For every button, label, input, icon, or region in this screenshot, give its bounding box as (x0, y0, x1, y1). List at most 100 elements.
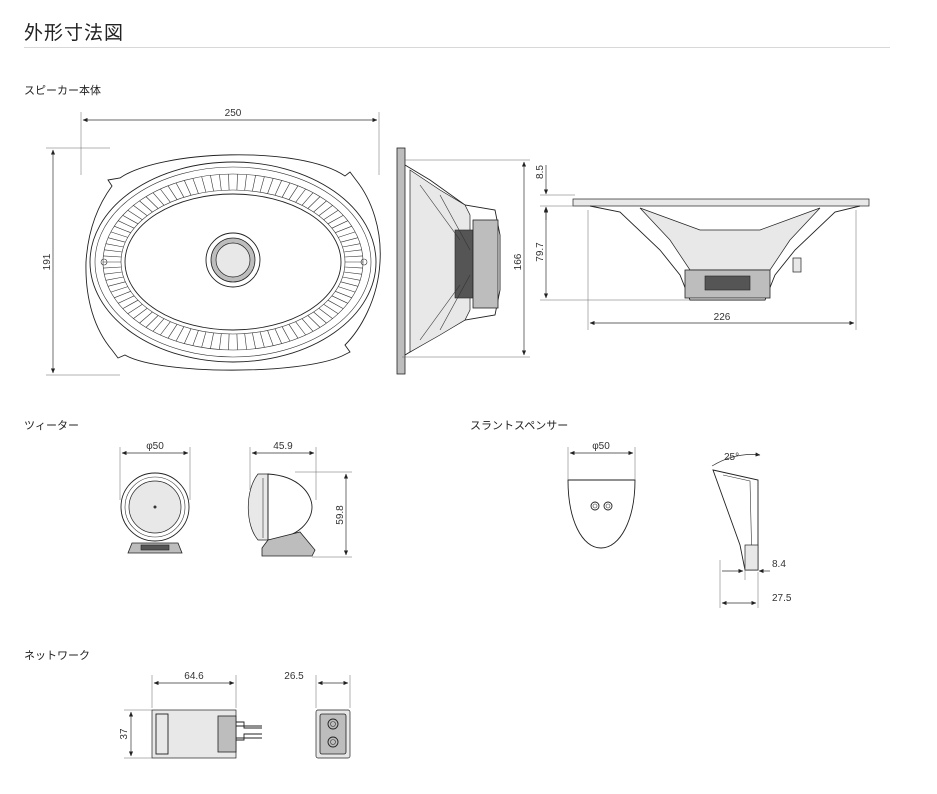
cone-rib (114, 291, 131, 299)
cone-rib (274, 180, 282, 196)
speaker-flange-label: 8.5 (535, 165, 546, 179)
cone-rib (267, 330, 274, 346)
speaker-width-label: 250 (225, 108, 242, 119)
section-speaker-label: スピーカー本体 (24, 84, 101, 97)
cone-rib (274, 328, 282, 344)
cone-rib (331, 295, 348, 304)
network-height-label: 37 (119, 728, 130, 740)
cone-rib (267, 178, 274, 194)
speaker-bottom-view (572, 198, 870, 301)
cone-rib (318, 205, 333, 216)
cone-rib (228, 333, 230, 350)
cone-rib (340, 281, 359, 287)
network-top-view (151, 709, 262, 759)
cone-rib (133, 308, 148, 319)
cone-rib (107, 281, 126, 287)
tweeter-depth-label: 45.9 (273, 441, 293, 452)
cone-rib (167, 324, 178, 339)
cone-rib (307, 315, 321, 328)
cone-rib (259, 176, 265, 193)
tweeter-height-label: 59.8 (335, 505, 346, 525)
cone-rib (313, 200, 327, 213)
spacer-diameter-label: φ50 (592, 441, 610, 452)
cone-rib (133, 205, 148, 216)
section-spacer-label: スラントスペンサー (470, 419, 569, 432)
cone-rib (104, 249, 123, 253)
cone-rib (331, 220, 348, 229)
cone-rib (340, 237, 359, 243)
cone-rib (127, 210, 143, 220)
cone-rib (295, 321, 306, 336)
cone-rib (252, 332, 256, 349)
cone-rib (307, 196, 321, 209)
cone-rib (160, 188, 171, 203)
cone-rib (104, 271, 123, 275)
cone-rib (210, 332, 214, 349)
cone-rib (281, 182, 291, 198)
cone-rib (105, 276, 124, 281)
cone-rib (295, 188, 306, 203)
cone-rib (160, 321, 171, 336)
cone-rib (236, 333, 238, 350)
cone-rib (152, 318, 165, 332)
cone-rib (342, 276, 361, 281)
spacer-min-label: 8.4 (772, 559, 786, 570)
cone-rib (228, 174, 230, 191)
title-divider (24, 47, 890, 48)
cone-rib (343, 271, 362, 275)
cone-rib (184, 328, 192, 344)
cone-rib (201, 176, 207, 193)
cone-rib (118, 295, 135, 304)
cone-rib (122, 299, 139, 309)
cone-rib (219, 333, 222, 350)
cone-rib (175, 326, 185, 342)
page-title: 外形寸法図 (24, 22, 125, 44)
cone-rib (139, 311, 153, 324)
cone-rib (152, 192, 165, 206)
speaker-cutout-label: 226 (714, 312, 731, 323)
cone-rib (192, 178, 199, 194)
cone-rib (344, 266, 363, 269)
cone-rib (184, 180, 192, 196)
cone-rib (201, 331, 207, 348)
tweeter-side-view (248, 473, 316, 557)
cone-rib (103, 266, 122, 269)
network-width-label: 64.6 (184, 671, 204, 682)
spacer-angle-label: 25° (724, 452, 739, 463)
network-side-view (315, 709, 351, 759)
speaker-depth-label: 166 (513, 253, 524, 270)
cone-rib (219, 174, 222, 191)
spacer-side-view (712, 469, 759, 571)
cone-rib (103, 255, 122, 258)
cone-rib (288, 185, 299, 200)
cone-rib (323, 304, 339, 314)
speaker-height-label: 191 (42, 253, 53, 270)
cone-rib (301, 318, 314, 332)
cone-rib (192, 330, 199, 346)
cone-rib (252, 175, 256, 192)
tweeter-front-view (120, 472, 190, 554)
spacer-front-view (567, 479, 636, 549)
cone-rib (259, 331, 265, 348)
section-tweeter-label: ツィーター (24, 419, 79, 432)
cone-rib (301, 192, 314, 206)
cone-rib (335, 291, 352, 299)
cone-rib (107, 237, 126, 243)
speaker-mount-depth-label: 79.7 (535, 242, 546, 262)
cone-rib (313, 311, 327, 324)
cone-rib (338, 231, 356, 238)
cone-rib (327, 299, 344, 309)
cone-rib (342, 243, 361, 248)
spacer-max-label: 27.5 (772, 593, 792, 604)
speaker-front-view (85, 154, 381, 371)
cone-rib (244, 174, 247, 191)
cone-rib (281, 326, 291, 342)
cone-rib (122, 215, 139, 225)
cone-rib (127, 304, 143, 314)
cone-rib (110, 231, 128, 238)
cone-rib (288, 324, 299, 339)
speaker-side-view (396, 147, 501, 375)
cone-rib (236, 174, 238, 191)
network-depth-label: 26.5 (284, 671, 304, 682)
